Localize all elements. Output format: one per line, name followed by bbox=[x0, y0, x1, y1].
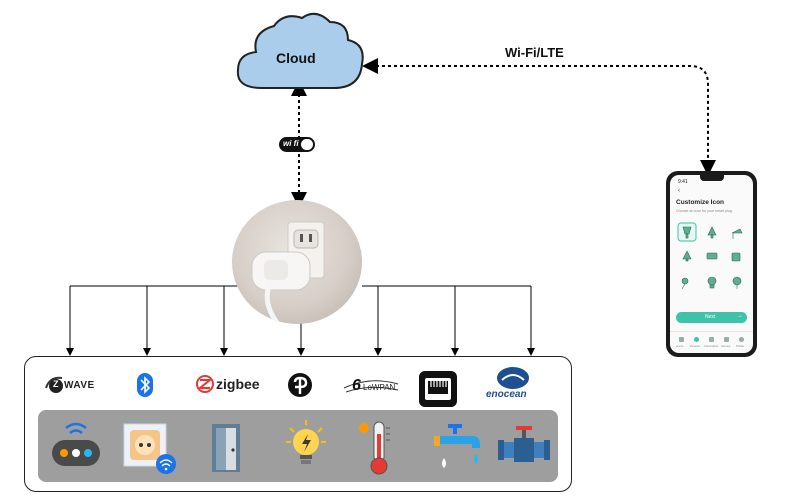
faucet-icon bbox=[434, 424, 480, 468]
wifi-badge-text: wi fi bbox=[283, 139, 299, 148]
phone-next-arrow-icon: → bbox=[737, 313, 743, 319]
6lowpan-arc-icon bbox=[343, 380, 399, 393]
zwave-swoosh-icon bbox=[45, 376, 63, 393]
nav-home-icon[interactable] bbox=[679, 337, 684, 342]
smart-plug-icon bbox=[251, 221, 325, 324]
zwave-z: Z bbox=[53, 379, 59, 389]
phone-time: 9:41 bbox=[678, 179, 688, 185]
ethernet-port-icon bbox=[419, 371, 457, 407]
door-sensor bbox=[206, 420, 246, 476]
zigbee-logo: zigbee bbox=[196, 374, 260, 396]
phone-subtitle: Choose an icon for your smart plug bbox=[676, 209, 732, 213]
thread-logo bbox=[287, 372, 313, 398]
thermostat bbox=[354, 418, 404, 476]
enocean-icon bbox=[497, 367, 529, 389]
smart-socket bbox=[120, 420, 178, 476]
zigbee-icon bbox=[196, 375, 214, 393]
bluetooth-icon bbox=[137, 373, 153, 397]
wifi-badge: wi fi bbox=[279, 137, 315, 152]
phone-notch bbox=[700, 175, 724, 181]
phone-bottom-nav: Home Devices Automation Scenes Profile bbox=[670, 331, 753, 353]
distribution-drops bbox=[66, 286, 535, 356]
nav-automation-label: Automation bbox=[704, 344, 719, 348]
water-valve bbox=[496, 420, 552, 476]
6lowpan-six: 6 bbox=[352, 377, 361, 394]
smart-speaker-icon bbox=[52, 422, 100, 466]
lightbulb-icon bbox=[286, 420, 326, 464]
ethernet-logo bbox=[418, 370, 458, 408]
phone-next-label: Next bbox=[705, 314, 716, 320]
nav-automation-icon[interactable] bbox=[709, 337, 714, 342]
smartphone: 9:41 ‹ Customize Icon Choose an icon for… bbox=[666, 171, 757, 357]
phone-screen: 9:41 ‹ Customize Icon Choose an icon for… bbox=[670, 175, 753, 353]
nav-profile-label: Profile bbox=[736, 344, 744, 348]
smart-speaker bbox=[48, 418, 104, 474]
zwave-text: WAVE bbox=[64, 380, 95, 391]
smart-plug-photo bbox=[232, 200, 362, 324]
cloud-label: Cloud bbox=[276, 50, 316, 66]
smart-bulb bbox=[284, 418, 328, 474]
cloud-node: Cloud bbox=[230, 8, 370, 94]
thread-icon bbox=[288, 373, 312, 397]
phone-next-button[interactable]: Next → bbox=[676, 312, 747, 323]
phone-back-icon[interactable]: ‹ bbox=[678, 188, 680, 194]
nav-scenes-label: Scenes bbox=[721, 344, 731, 348]
zwave-logo: Z WAVE bbox=[44, 374, 102, 396]
wifi-lte-label: Wi-Fi/LTE bbox=[505, 45, 564, 60]
cloud-phone-link bbox=[362, 58, 716, 176]
nav-home-label: Home bbox=[676, 344, 684, 348]
phone-title: Customize Icon bbox=[676, 199, 725, 206]
enocean-logo: enocean bbox=[484, 366, 546, 402]
enocean-text: enocean bbox=[486, 389, 527, 400]
bluetooth-logo bbox=[136, 372, 154, 398]
zigbee-text: zigbee bbox=[216, 376, 260, 392]
smart-socket-icon bbox=[123, 423, 176, 474]
nav-devices-icon[interactable] bbox=[694, 337, 699, 342]
door-icon bbox=[212, 424, 240, 472]
nav-scenes-icon[interactable] bbox=[724, 337, 729, 342]
pipe-valve-icon bbox=[498, 426, 550, 462]
cloud-icon bbox=[236, 12, 364, 89]
6lowpan-text: LoWPAN bbox=[363, 383, 396, 392]
smart-faucet bbox=[432, 418, 488, 476]
phone-icon-grid[interactable] bbox=[670, 219, 753, 309]
nav-devices-label: Devices bbox=[690, 344, 700, 348]
wifi-badge-tail bbox=[301, 139, 313, 150]
6lowpan-logo: 6 LoWPAN bbox=[340, 374, 402, 396]
thermometer-icon bbox=[359, 421, 390, 475]
nav-profile-icon[interactable] bbox=[739, 337, 744, 342]
